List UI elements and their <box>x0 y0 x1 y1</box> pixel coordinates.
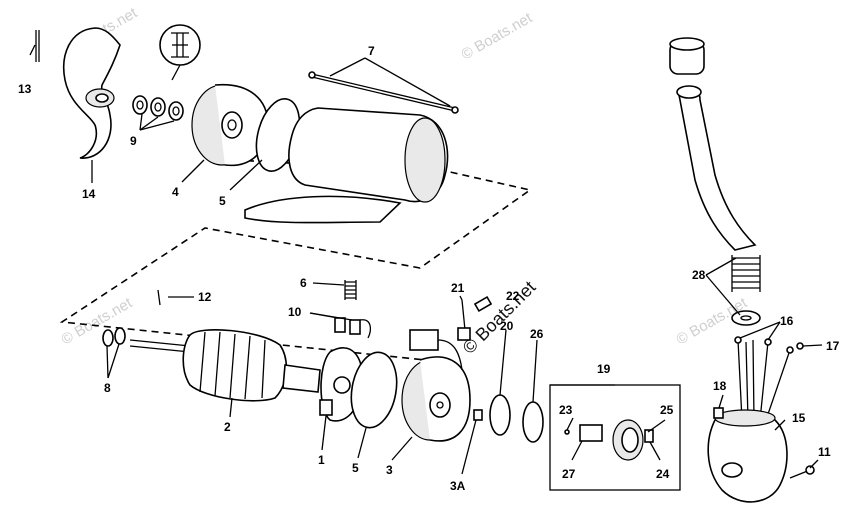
o-ring-bottom-part <box>350 351 398 429</box>
callout-6: 6 <box>300 276 307 290</box>
end-cap-part <box>191 83 269 167</box>
screw-bottom-part <box>789 465 815 479</box>
callout-15: 15 <box>792 411 806 425</box>
brushes-part <box>334 317 372 339</box>
callout-26: 26 <box>530 327 544 341</box>
end-frame-part <box>401 329 471 442</box>
callout-2: 2 <box>224 420 231 434</box>
grommet-part <box>731 255 761 326</box>
callout-13: 13 <box>18 82 32 96</box>
callout-14: 14 <box>82 187 96 201</box>
armature-part <box>129 329 321 402</box>
callout-5-top: 5 <box>219 194 226 208</box>
callout-3a: 3A <box>450 479 466 493</box>
callout-9: 9 <box>130 134 137 148</box>
callout-16: 16 <box>780 314 794 328</box>
callout-24: 24 <box>656 467 670 481</box>
callout-1: 1 <box>318 453 325 467</box>
callout-18: 18 <box>713 379 727 393</box>
callout-labels: 13 14 9 4 5 7 6 10 12 8 2 1 5 3 3A 21 22… <box>18 44 840 493</box>
callout-27: 27 <box>562 467 576 481</box>
watermark: © Boats.net <box>459 9 536 63</box>
callout-8: 8 <box>104 381 111 395</box>
callout-10: 10 <box>288 305 302 319</box>
callout-28: 28 <box>692 268 706 282</box>
nut-part <box>473 409 483 421</box>
retaining-ring-part <box>489 394 511 436</box>
cotter-pin-part <box>35 30 40 62</box>
plug-part <box>713 407 724 419</box>
bearing-washers-part <box>132 95 184 121</box>
callout-5-bottom: 5 <box>352 461 359 475</box>
locknut-part <box>522 401 544 443</box>
pin-part <box>157 289 161 306</box>
callout-7: 7 <box>368 44 375 58</box>
callout-17: 17 <box>826 339 840 353</box>
watermark: © Boats.net <box>459 277 540 358</box>
screw-part <box>344 280 357 300</box>
callout-22: 22 <box>506 289 520 303</box>
callout-19: 19 <box>597 362 611 376</box>
callout-4: 4 <box>172 185 179 199</box>
motor-housing-tube-part <box>244 107 449 224</box>
connection-dashed-line <box>59 159 532 361</box>
hose-part <box>669 37 757 251</box>
callout-3: 3 <box>386 463 393 477</box>
kit-box <box>549 384 681 491</box>
terminal-part <box>457 299 471 341</box>
callout-11: 11 <box>818 445 831 459</box>
callout-21: 21 <box>451 281 465 295</box>
callout-12: 12 <box>198 290 212 304</box>
lower-housing-part <box>707 409 788 503</box>
bushing-part <box>473 295 493 313</box>
callout-25: 25 <box>660 403 674 417</box>
thrust-washers-part <box>102 327 126 347</box>
bearing-symbol-icon <box>159 24 201 81</box>
propeller-part <box>63 27 121 159</box>
wires-part <box>734 336 804 421</box>
callout-23: 23 <box>559 403 573 417</box>
leader-lines <box>29 44 823 475</box>
thru-bolt-part <box>308 71 459 114</box>
callout-20: 20 <box>500 319 514 333</box>
